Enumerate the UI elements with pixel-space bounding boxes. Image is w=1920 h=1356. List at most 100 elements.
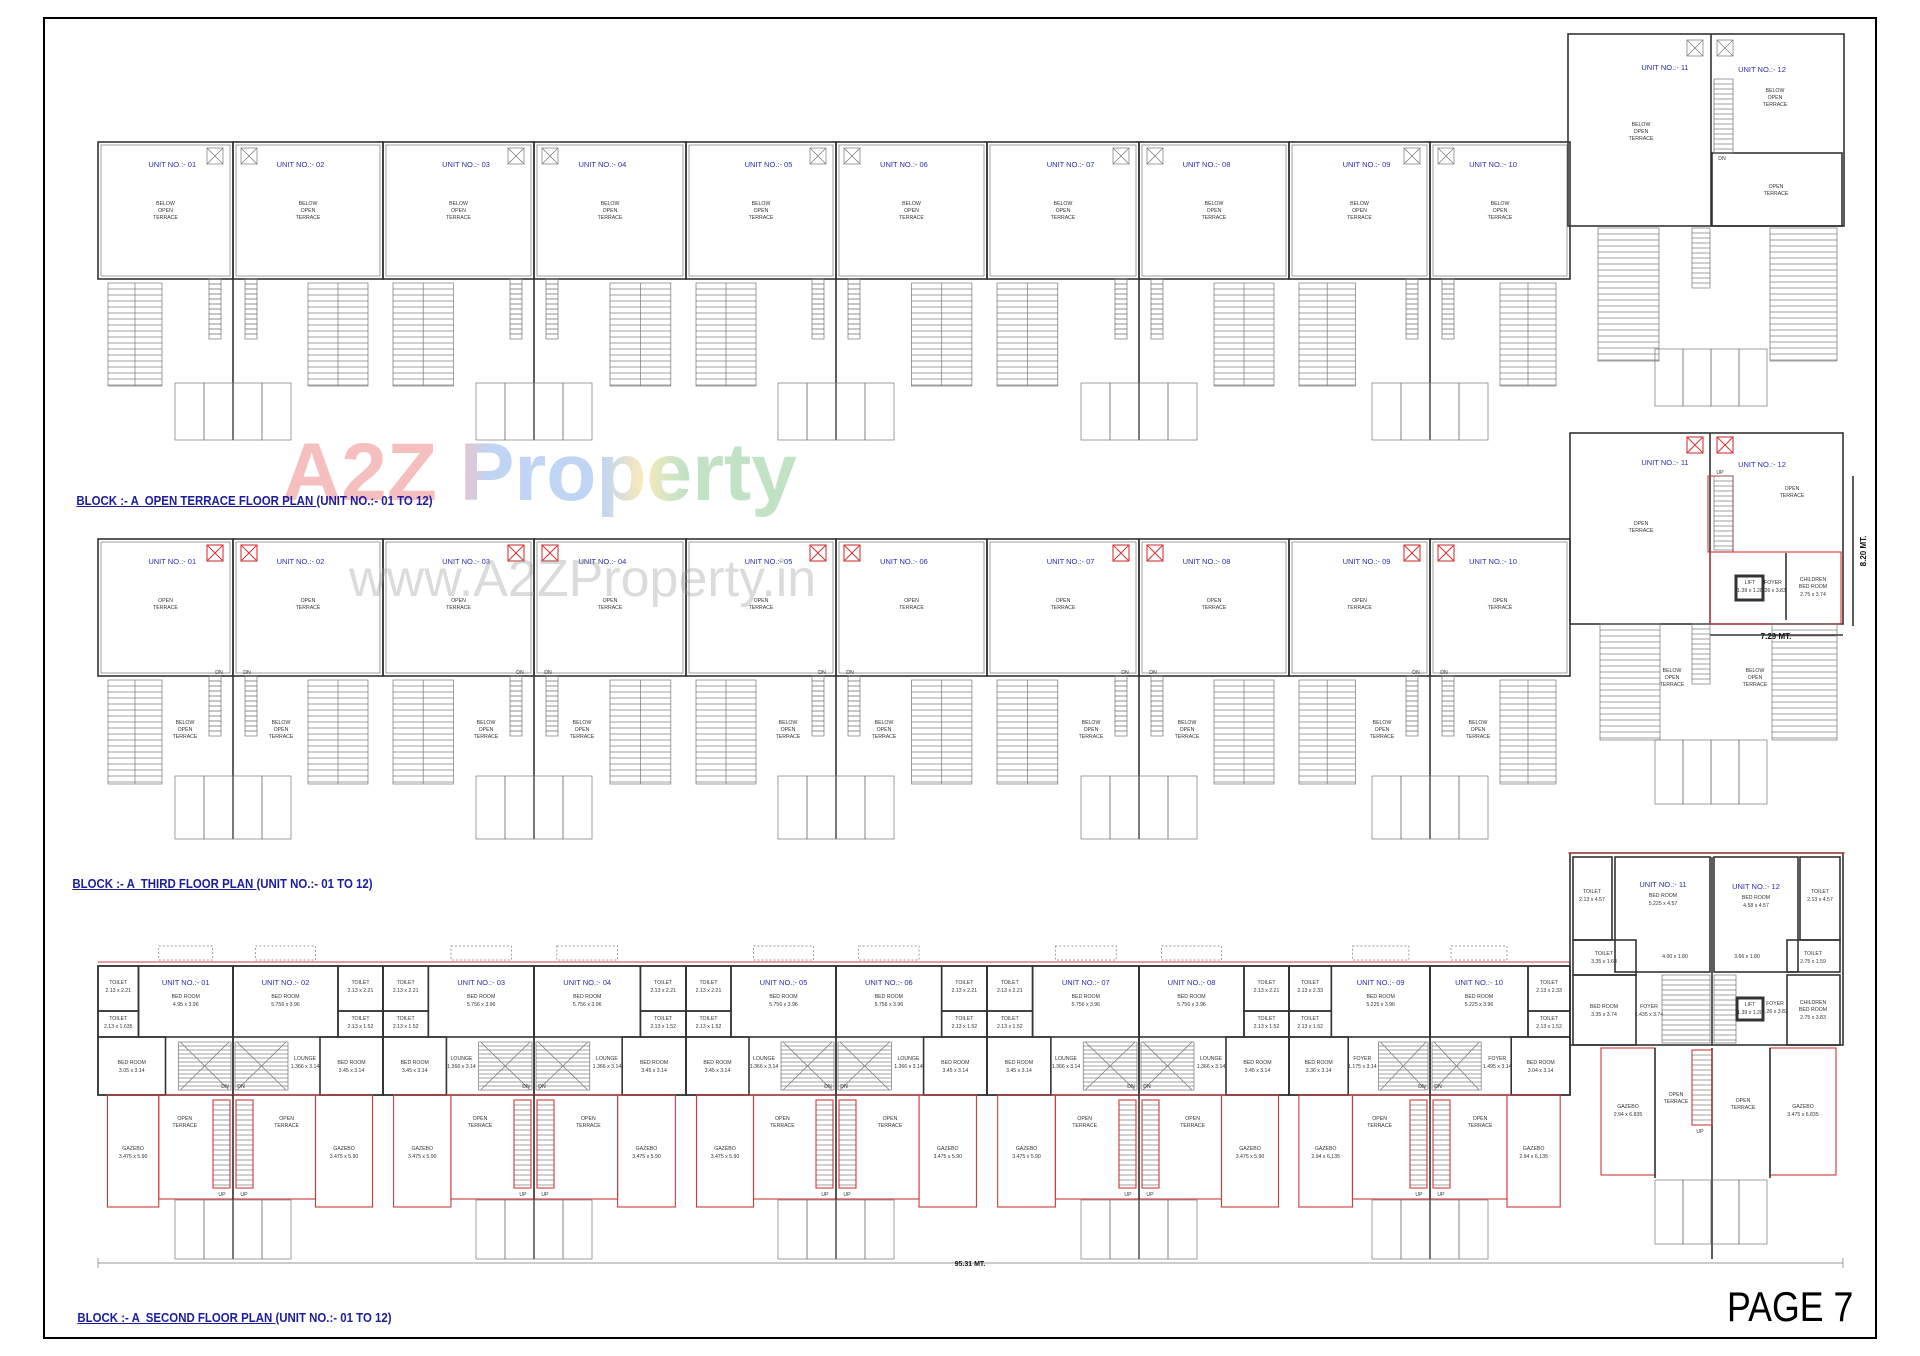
gazebo-label: GAZEBO bbox=[714, 1146, 736, 1152]
open-terrace-area bbox=[752, 1094, 837, 1200]
parapet-wall bbox=[1141, 541, 1287, 674]
parking-cell bbox=[203, 382, 234, 441]
wall-line bbox=[206, 544, 224, 562]
toilet-label: TOILET bbox=[1811, 889, 1830, 895]
wall-line bbox=[1112, 544, 1130, 562]
external-staircase bbox=[838, 1099, 857, 1189]
duct-icon bbox=[1403, 147, 1421, 165]
below-open-terrace-label: OPEN bbox=[158, 208, 173, 214]
lift-dim: 1.39 x 1.20 bbox=[1737, 588, 1763, 594]
below-open-terrace-label: BELOW bbox=[1469, 720, 1488, 726]
toilet-label: TOILET bbox=[955, 1016, 974, 1022]
duct-box bbox=[1686, 39, 1704, 57]
unit-label: UNIT NO.:- 10 bbox=[1469, 160, 1517, 169]
master-bedroom bbox=[1429, 965, 1529, 1038]
master-bedroom bbox=[232, 965, 339, 1038]
below-open-terrace-label: TERRACE bbox=[1466, 734, 1491, 740]
duct-icon bbox=[1146, 147, 1164, 165]
up-label: UP bbox=[1716, 470, 1724, 476]
duct-icon bbox=[1437, 544, 1455, 562]
open-terrace-label: TERRACE bbox=[1072, 1123, 1097, 1129]
lounge-label: LOUNGE bbox=[1055, 1056, 1077, 1062]
bedroom-label: BED ROOM bbox=[573, 994, 601, 1000]
gazebo-label: GAZEBO bbox=[937, 1146, 959, 1152]
parapet-wall bbox=[385, 541, 532, 674]
unit-label: UNIT NO.:- 07 bbox=[1047, 557, 1095, 566]
parking-cell bbox=[1109, 382, 1140, 441]
master-bedroom bbox=[835, 965, 943, 1038]
bedroom-label: BED ROOM bbox=[271, 994, 299, 1000]
parking-cell bbox=[1109, 775, 1140, 840]
internal-staircase bbox=[1378, 1041, 1429, 1091]
stair-outline bbox=[212, 1099, 231, 1189]
bedroom-label: BED ROOM bbox=[467, 994, 495, 1000]
dn-label: DN bbox=[818, 670, 826, 676]
below-open-terrace-label: TERRACE bbox=[1079, 734, 1104, 740]
parking-ramp-stair bbox=[1597, 227, 1660, 362]
open-terrace-label: TERRACE bbox=[1629, 528, 1654, 534]
below-open-terrace-label: OPEN bbox=[1056, 208, 1071, 214]
dn-label: DN bbox=[840, 1084, 848, 1090]
service-projection bbox=[158, 945, 214, 961]
below-open-terrace-label: BELOW bbox=[1082, 720, 1101, 726]
open-terrace-label: TERRACE bbox=[468, 1123, 493, 1129]
stair-outline bbox=[1691, 1049, 1713, 1126]
terrace-unit bbox=[1429, 141, 1571, 280]
wall-line bbox=[507, 544, 525, 562]
wall-line bbox=[1437, 544, 1455, 562]
staircase-left bbox=[1114, 278, 1128, 340]
open-terrace-label: TERRACE bbox=[446, 605, 471, 611]
dimension-width: 7.29 MT. bbox=[1761, 632, 1792, 641]
open-terrace-label: OPEN bbox=[1493, 598, 1508, 604]
bedroom-label: BED ROOM bbox=[1742, 895, 1770, 901]
unit-outline bbox=[1429, 141, 1571, 280]
bedroom-dim: 3.04 x 3.14 bbox=[1528, 1068, 1554, 1074]
wall-line bbox=[480, 1041, 531, 1091]
stair-outline bbox=[1769, 227, 1838, 362]
parking-cell bbox=[1738, 348, 1768, 407]
below-open-terrace-label: OPEN bbox=[603, 208, 618, 214]
open-terrace-label: OPEN bbox=[754, 598, 769, 604]
parapet-wall bbox=[385, 144, 532, 277]
below-open-terrace-label: BELOW bbox=[156, 201, 175, 207]
open-terrace-label: TERRACE bbox=[878, 1123, 903, 1129]
bedroom bbox=[319, 1036, 384, 1096]
bedroom-dim: 3.45 x 3.14 bbox=[339, 1068, 365, 1074]
bedroom-label: BED ROOM bbox=[769, 994, 797, 1000]
stair-outline bbox=[1597, 227, 1660, 362]
parking-cell bbox=[261, 1199, 292, 1260]
below-open-terrace-label: OPEN bbox=[754, 208, 769, 214]
toilet-dim: 2.13 x 1.52 bbox=[393, 1024, 419, 1030]
toilet-label: TOILET bbox=[654, 980, 673, 986]
open-terrace-area bbox=[1138, 1094, 1223, 1200]
up-label: UP bbox=[1146, 1192, 1154, 1198]
internal-staircase bbox=[837, 1041, 892, 1091]
open-terrace-label: TERRACE bbox=[749, 605, 774, 611]
below-open-terrace-label: OPEN bbox=[904, 208, 919, 214]
service-projection bbox=[450, 945, 512, 961]
open-terrace-label: OPEN bbox=[1207, 598, 1222, 604]
bedroom-dim: 5.225 x 4.57 bbox=[1649, 901, 1678, 907]
below-open-terrace-label: BELOW bbox=[1766, 88, 1785, 94]
overall-dimension: 95.31 MT. bbox=[955, 1261, 986, 1268]
toilet-label: TOILET bbox=[397, 980, 416, 986]
below-open-terrace-label: TERRACE bbox=[1660, 682, 1685, 688]
bedroom-label: BED ROOM bbox=[1177, 994, 1205, 1000]
bedroom-label: BED ROOM bbox=[703, 1060, 731, 1066]
parking-cell bbox=[1080, 1199, 1111, 1260]
open-terrace-label: OPEN bbox=[581, 1116, 596, 1122]
open-terrace-label: TERRACE bbox=[1051, 605, 1076, 611]
toilet-dim: 2.75 x 1.59 bbox=[1800, 959, 1826, 965]
below-open-terrace-label: OPEN bbox=[1180, 727, 1195, 733]
duct-box bbox=[240, 147, 258, 165]
staircase-left bbox=[811, 278, 825, 340]
up-label: UP bbox=[541, 1192, 549, 1198]
lounge-label: FOYER bbox=[1353, 1056, 1371, 1062]
parking-cell bbox=[1400, 382, 1431, 441]
open-terrace-area bbox=[450, 1094, 535, 1200]
dn-label: DN bbox=[1718, 156, 1726, 162]
duct-icon bbox=[1146, 544, 1164, 562]
toilet-dim: 2.13 x 2.21 bbox=[952, 988, 978, 994]
duct-box bbox=[507, 147, 525, 165]
parking-cell bbox=[1458, 382, 1489, 441]
